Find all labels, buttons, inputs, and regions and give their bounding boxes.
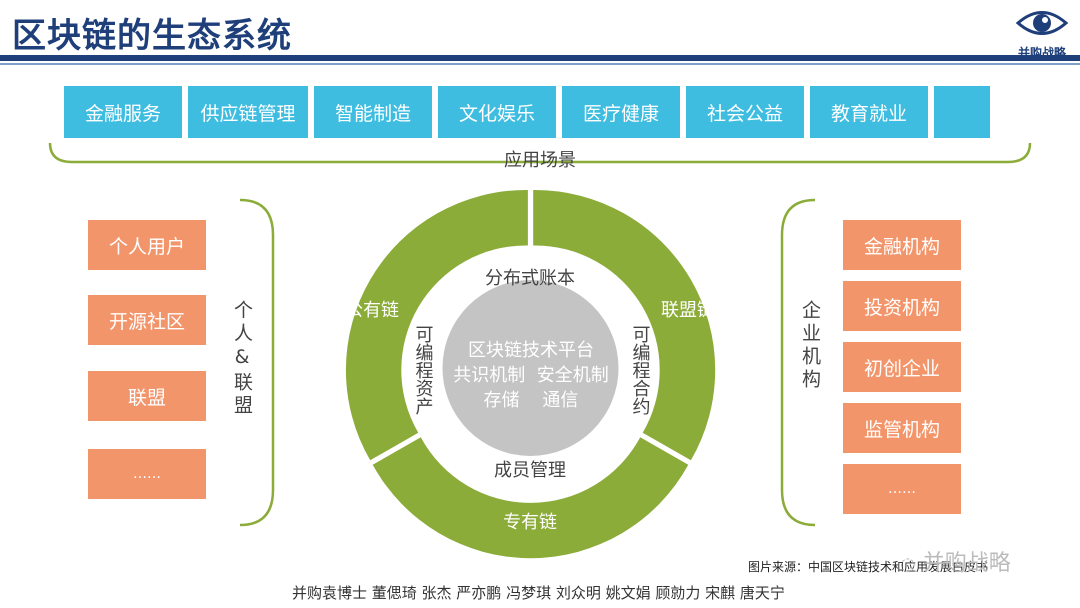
right-bracket [780, 198, 816, 527]
right-item-startup: 初创企业 [843, 342, 961, 392]
title-divider-thin [0, 63, 1080, 65]
left-item-alliance: 联盟 [88, 371, 206, 421]
wechat-icon: ◌ [900, 554, 916, 575]
right-label: 企业机构 [799, 300, 821, 392]
app-item-supply-chain: 供应链管理 [188, 86, 308, 138]
right-item-financial-institution: 金融机构 [843, 220, 961, 270]
left-item-open-source: 开源社区 [88, 295, 206, 345]
watermark-text: 并购战略 [922, 551, 1011, 576]
ring-segments [345, 189, 716, 559]
core-line-storage: 存储 通信 [484, 390, 579, 411]
segment-label-consortium: 联盟链 [661, 300, 715, 321]
app-item-finance: 金融服务 [64, 86, 182, 138]
title-divider [0, 55, 1080, 61]
ring-core [442, 280, 619, 456]
right-item-investment-institution: 投资机构 [843, 281, 961, 331]
app-item-education: 教育就业 [810, 86, 928, 138]
inner-label-membership: 成员管理 [494, 460, 566, 481]
logo: 并购战略 [1012, 8, 1072, 60]
ring-segment-private [372, 437, 689, 559]
inner-label-programmable-assets: 可编程资产 [413, 325, 434, 415]
left-item-personal-user: 个人用户 [88, 220, 206, 270]
core-line-mechanisms: 共识机制 安全机制 [453, 365, 608, 386]
left-bracket [239, 198, 275, 527]
app-item-healthcare: 医疗健康 [562, 86, 680, 138]
logo-text: 并购战略 [1017, 46, 1066, 60]
application-label: 应用场景 [504, 150, 576, 171]
inner-label-programmable-contracts: 可编程合约 [630, 325, 651, 415]
inner-label-ledger: 分布式账本 [485, 268, 575, 289]
core-line-platform: 区块链技术平台 [468, 340, 594, 361]
app-item-blank [934, 86, 990, 138]
image-source: 图片来源：中国区块链技术和应用发展白皮书 [748, 560, 989, 574]
watermark: ◌ 并购战略 [900, 545, 1011, 577]
right-item-regulator: 监管机构 [843, 403, 961, 453]
right-item-more: …… [843, 464, 961, 514]
page-title: 区块链的生态系统 [12, 16, 292, 56]
left-item-more: …… [88, 449, 206, 499]
application-bracket [48, 142, 1032, 164]
left-label: 个人&联盟 [231, 300, 253, 418]
app-item-welfare: 社会公益 [686, 86, 804, 138]
author-names: 并购袁博士 董偲琦 张杰 严亦鹏 冯梦琪 刘众明 姚文娟 顾勍力 宋麒 唐天宁 [292, 584, 785, 602]
eye-icon [1015, 11, 1069, 35]
ring-segment-consortium [533, 189, 716, 461]
app-item-culture: 文化娱乐 [438, 86, 556, 138]
segment-label-private: 专有链 [503, 512, 557, 533]
segment-label-public: 公有链 [345, 300, 399, 321]
ring-segment-public [345, 189, 528, 461]
app-item-manufacturing: 智能制造 [314, 86, 432, 138]
